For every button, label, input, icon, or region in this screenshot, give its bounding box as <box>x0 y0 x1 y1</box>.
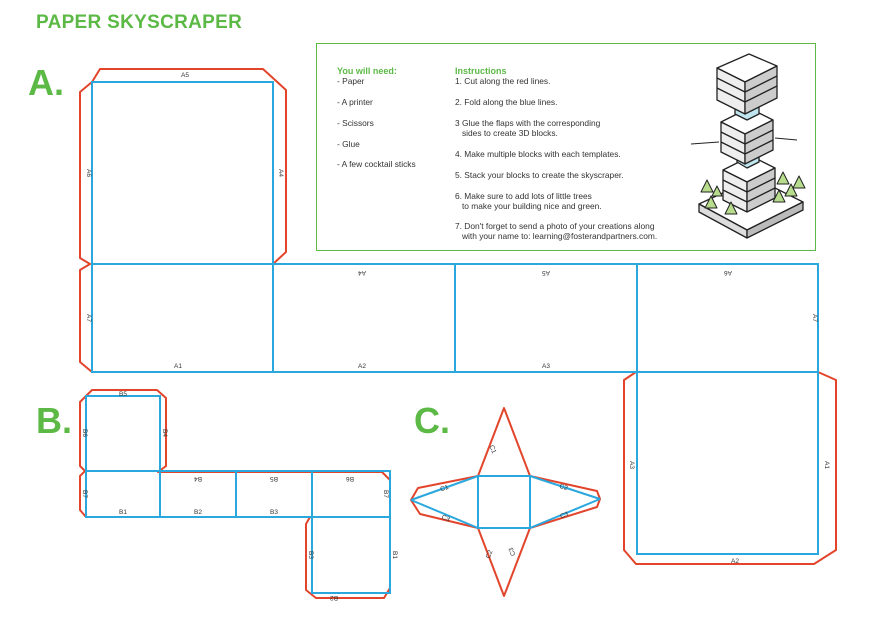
label-b6: B6 <box>346 475 354 482</box>
label-c1: C1 <box>488 444 498 455</box>
section-c-letter: C. <box>414 400 450 441</box>
label-b3: B3 <box>307 551 314 559</box>
label-c3: C3 <box>508 546 518 557</box>
instruction-step: 5. Stack your blocks to create the skysc… <box>455 170 624 180</box>
label-a7: A7 <box>85 314 92 322</box>
label-b4: B4 <box>161 429 168 437</box>
fold-lines-a <box>91 81 819 555</box>
label-a3: A3 <box>542 363 550 370</box>
instructions-box: You will need: - Paper - A printer - Sci… <box>316 43 816 251</box>
label-a4: A4 <box>277 169 284 177</box>
instruction-step: 3 Glue the flaps with the corresponding … <box>455 118 601 138</box>
label-b3: B3 <box>270 509 278 516</box>
instruction-step: 2. Fold along the blue lines. <box>455 97 558 107</box>
skyscraper-illustration <box>690 53 806 239</box>
label-c3: C3 <box>559 511 570 521</box>
label-a6: A6 <box>85 169 92 177</box>
label-b5: B5 <box>119 391 127 398</box>
fold-lines-b <box>85 395 391 594</box>
label-a5: A5 <box>181 72 189 79</box>
label-a7: A7 <box>811 314 818 322</box>
section-a-letter: A. <box>28 62 64 103</box>
label-a6: A6 <box>724 269 732 276</box>
label-a2: A2 <box>358 363 366 370</box>
label-b2: B2 <box>194 509 202 516</box>
net-c: C1 C3 C2 C1 C3 C2 C3 <box>410 407 601 597</box>
label-c2: C2 <box>558 483 568 492</box>
label-a3: A3 <box>628 461 635 469</box>
label-b1: B1 <box>119 509 127 516</box>
cut-line <box>410 407 601 597</box>
label-b2: B2 <box>330 594 338 601</box>
label-c3: C3 <box>440 514 451 524</box>
instructions-heading: Instructions <box>455 66 507 76</box>
cut-line <box>79 389 391 599</box>
instruction-step: 7. Don't forget to send a photo of your … <box>455 221 658 241</box>
fold-lines-c <box>410 475 601 529</box>
label-b1: B1 <box>391 551 398 559</box>
net-b: B5 B6 B4 B7 B1 B2 B3 B4 B5 B6 B7 B3 B1 B… <box>79 389 398 601</box>
instruction-step: 4. Make multiple blocks with each templa… <box>455 149 621 159</box>
instruction-step: 1. Cut along the red lines. <box>455 76 551 86</box>
label-a4: A4 <box>358 269 366 276</box>
label-c1: C1 <box>439 484 450 494</box>
needs-heading: You will need: <box>337 66 397 76</box>
net-a: A5 A6 A4 A7 A1 A2 A3 A4 A5 A6 A7 A3 A1 A… <box>79 68 837 565</box>
cut-line <box>79 68 837 565</box>
instruction-step: 6. Make sure to add lots of little trees… <box>455 191 602 211</box>
label-b7: B7 <box>382 490 389 498</box>
label-b7: B7 <box>81 490 88 498</box>
label-a1: A1 <box>823 461 830 469</box>
label-a5: A5 <box>542 269 550 276</box>
needs-item: - Paper <box>337 76 365 86</box>
label-b4: B4 <box>194 475 202 482</box>
label-a1: A1 <box>174 363 182 370</box>
needs-item: - Scissors <box>337 118 374 128</box>
needs-item: - Glue <box>337 139 360 149</box>
needs-item: - A printer <box>337 97 373 107</box>
page-title: PAPER SKYSCRAPER <box>36 12 243 33</box>
label-a2: A2 <box>731 558 739 565</box>
label-c2: C2 <box>485 549 495 560</box>
label-b6: B6 <box>81 429 88 437</box>
section-b-letter: B. <box>36 400 72 441</box>
label-b5: B5 <box>270 475 278 482</box>
needs-item: - A few cocktail sticks <box>337 159 416 169</box>
